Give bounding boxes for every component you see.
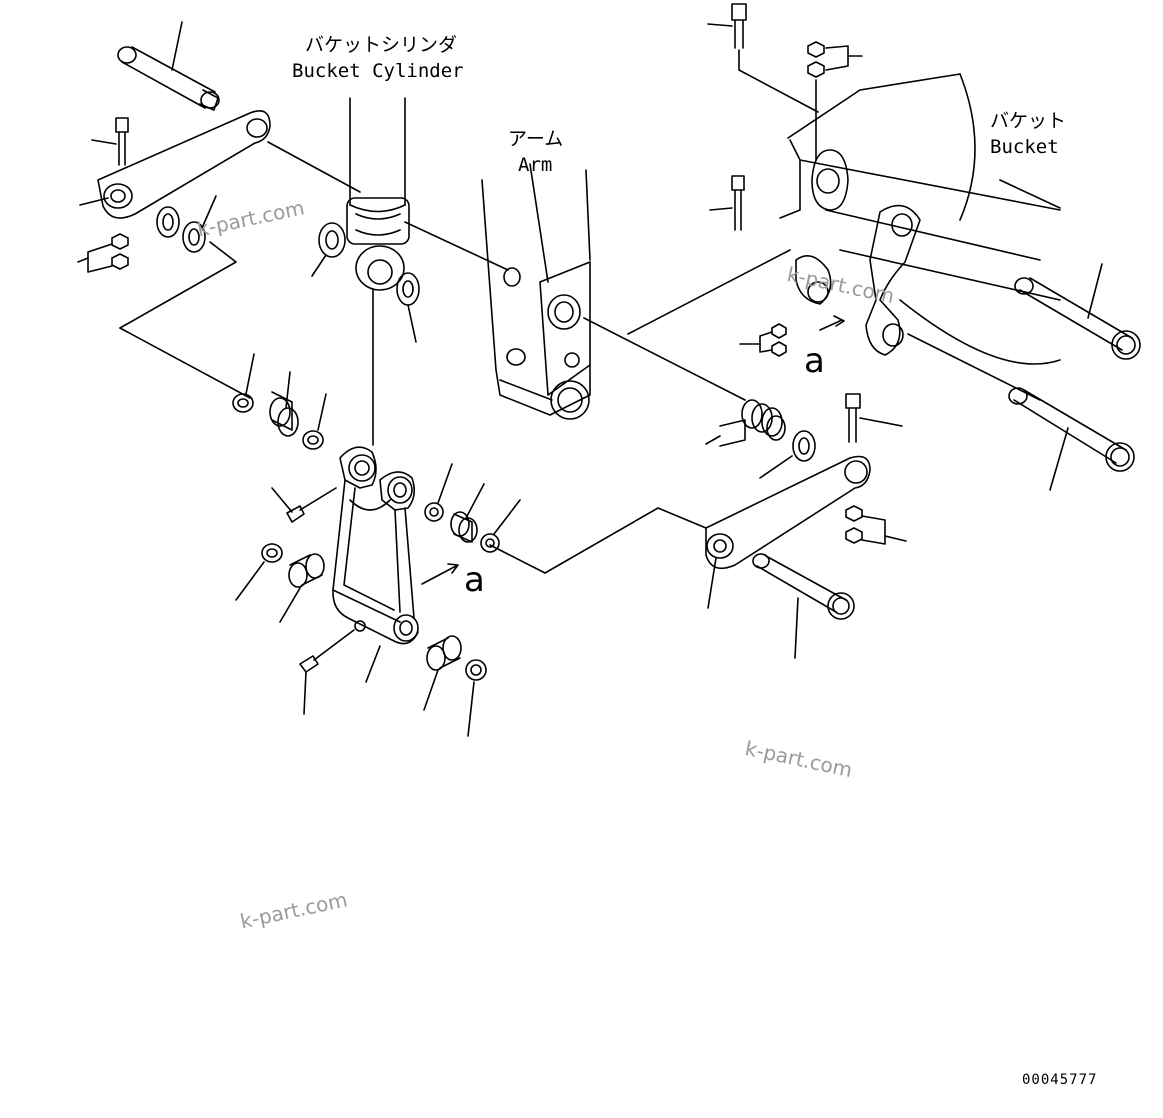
leader-line	[267, 141, 361, 193]
leader-line	[119, 241, 237, 329]
grease-fitting-upper	[271, 487, 337, 523]
leader-line	[583, 317, 746, 401]
view-callout-a-left: a	[464, 560, 485, 600]
bucket-nuts	[739, 315, 845, 357]
bucket-pin-upper	[1014, 263, 1141, 360]
arm	[481, 163, 591, 420]
document-number: 00045777	[1022, 1072, 1098, 1088]
arm-label-en: Arm	[518, 154, 553, 176]
view-arrow-a-left	[421, 563, 459, 585]
cylinder-washers	[311, 222, 420, 343]
leader-line	[627, 249, 791, 335]
top-left-bolt	[91, 117, 129, 166]
bucket-cylinder	[346, 97, 410, 446]
grease-fitting-lower	[299, 629, 355, 715]
right-pin	[752, 553, 855, 659]
bucket-bolt	[709, 175, 745, 231]
leader-line	[119, 327, 251, 399]
upper-left-washer	[232, 353, 255, 413]
upper-left-seal	[302, 393, 327, 450]
lower-right-washer	[465, 659, 487, 737]
view-callout-a-right: a	[804, 341, 825, 381]
top-left-pin	[117, 21, 220, 111]
bucket-label-en: Bucket	[990, 136, 1059, 158]
mid-washer-2	[480, 499, 521, 553]
top-right-bolt	[707, 3, 819, 113]
lower-left-washer	[235, 543, 283, 601]
right-link-nuts	[845, 505, 907, 545]
top-right-nuts	[807, 41, 863, 161]
top-left-link	[79, 110, 271, 219]
bucket-cylinder-label-en: Bucket Cylinder	[292, 60, 464, 82]
upper-left-bushing	[269, 371, 299, 437]
bucket	[779, 73, 1061, 401]
right-link	[705, 455, 871, 609]
shim-stack	[705, 399, 786, 447]
mid-washer-1	[424, 463, 453, 522]
top-left-nuts	[77, 233, 129, 273]
right-link-bolt	[845, 393, 903, 443]
leader-line	[489, 507, 707, 574]
lower-right-bushing	[423, 635, 462, 711]
center-washer	[759, 430, 816, 479]
bucket-cylinder-label-jp: バケットシリンダ	[305, 34, 458, 56]
bucket-label-jp: バケット	[990, 110, 1067, 132]
arm-label-jp: アーム	[508, 128, 564, 150]
top-left-washers	[156, 195, 217, 253]
h-link-assembly	[332, 446, 419, 683]
lower-left-bushing	[279, 553, 325, 623]
leader-line	[404, 221, 509, 271]
bucket-pin-lower	[1008, 387, 1135, 491]
mid-bushing	[450, 483, 485, 543]
